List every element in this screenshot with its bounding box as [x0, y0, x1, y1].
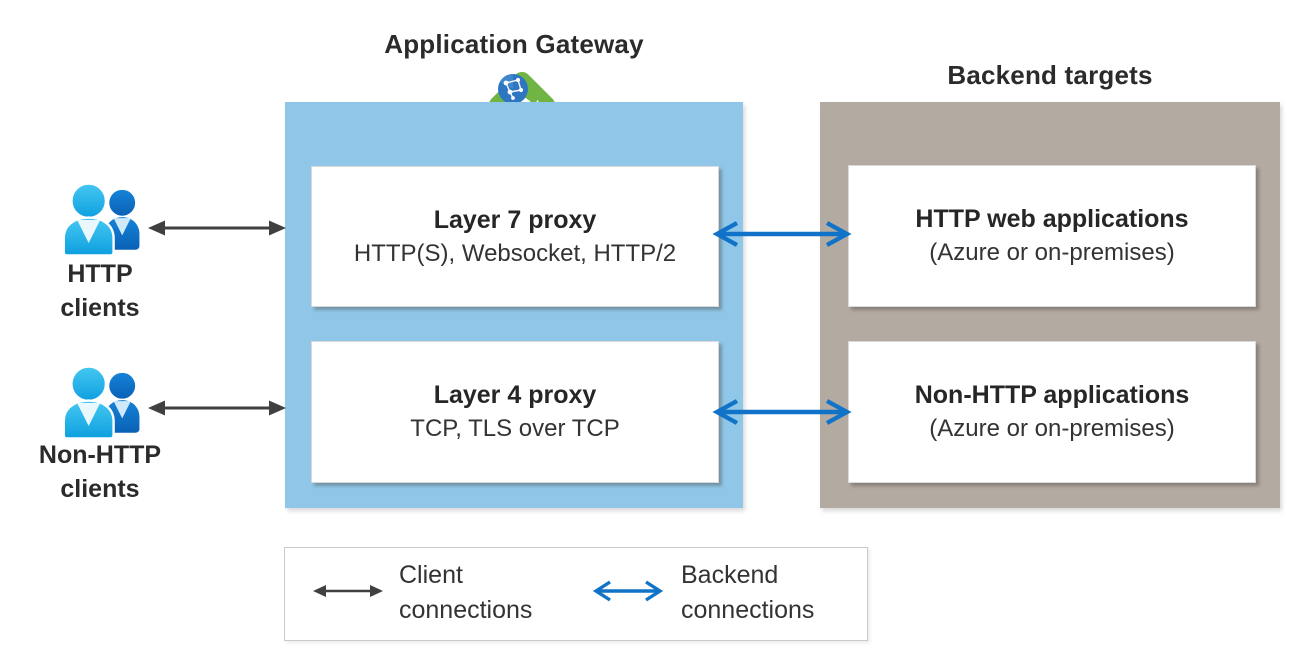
layer4-proxy-node: Layer 4 proxy TCP, TLS over TCP — [311, 341, 719, 483]
legend-backend-arrow-icon — [592, 580, 664, 602]
backend-connection-arrow-http — [712, 221, 852, 247]
client-connection-arrow-non-http — [148, 400, 286, 416]
backend-targets-title: Backend targets — [947, 60, 1153, 90]
layer4-proxy-protocols: TCP, TLS over TCP — [410, 415, 620, 442]
backend-connection-arrow-non-http — [712, 399, 852, 425]
globe-icon — [498, 74, 528, 104]
non-http-applications-location: (Azure or on-premises) — [929, 415, 1175, 442]
http-web-applications-node: HTTP web applications (Azure or on-premi… — [848, 165, 1256, 307]
client-connection-arrow-http — [148, 220, 286, 236]
non-http-clients-users-icon — [62, 365, 140, 440]
non-http-applications-title: Non-HTTP applications — [914, 381, 1190, 409]
non-http-clients-label: Non-HTTP clients — [38, 441, 162, 503]
layer7-proxy-node: Layer 7 proxy HTTP(S), Websocket, HTTP/2 — [311, 166, 719, 307]
non-http-applications-node: Non-HTTP applications (Azure or on-premi… — [848, 341, 1256, 483]
legend-client-connections-label: Client connections — [399, 561, 533, 624]
http-clients-label: HTTP clients — [60, 260, 140, 322]
legend-client-arrow-icon — [313, 585, 383, 597]
http-clients-users-icon — [62, 182, 140, 257]
layer7-proxy-protocols: HTTP(S), Websocket, HTTP/2 — [353, 239, 677, 267]
legend-backend-connections-label: Backend connections — [681, 561, 815, 624]
application-gateway-title: Application Gateway — [384, 29, 644, 59]
http-web-applications-title: HTTP web applications — [915, 205, 1189, 233]
http-web-applications-location: (Azure or on-premises) — [929, 239, 1175, 266]
layer7-proxy-title: Layer 7 proxy — [433, 205, 597, 234]
legend: Client connections Backend connections — [284, 547, 868, 641]
layer4-proxy-title: Layer 4 proxy — [433, 381, 597, 409]
